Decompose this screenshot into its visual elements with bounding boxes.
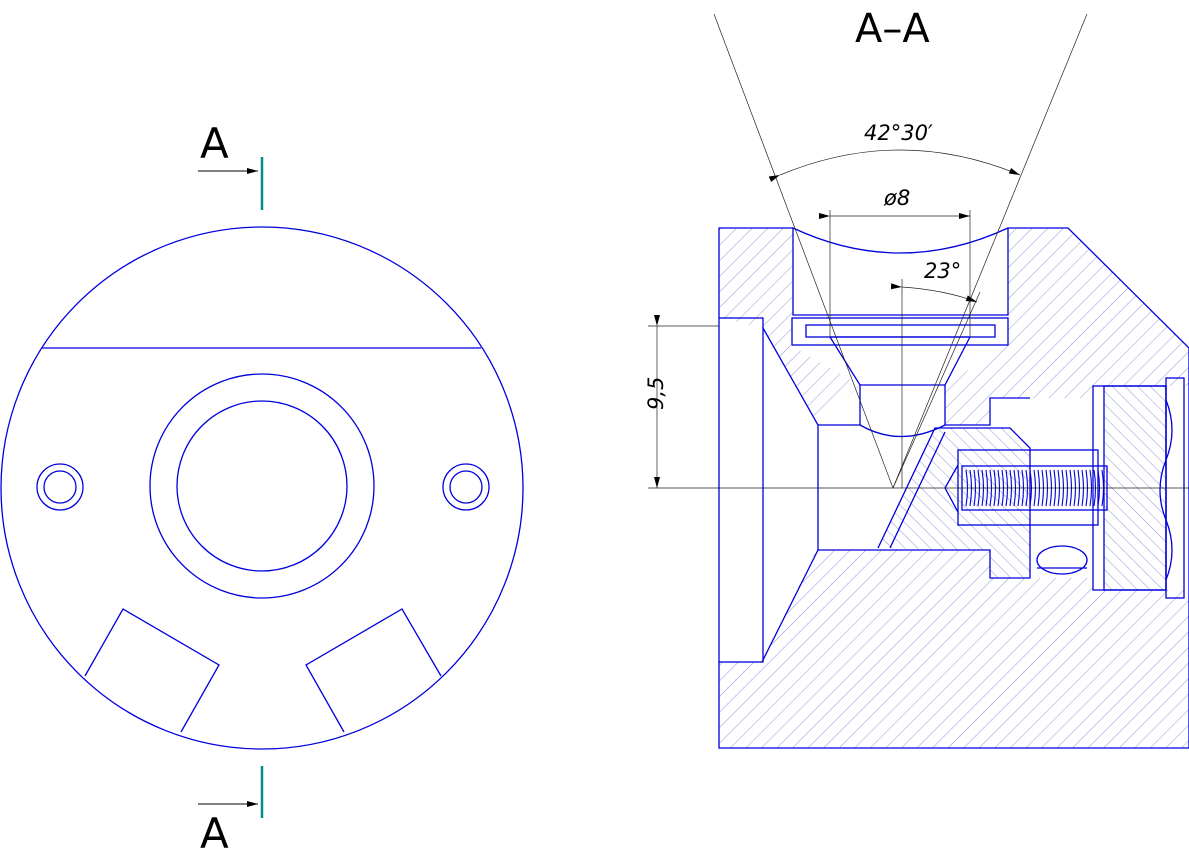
plug-inner-edge <box>889 431 946 549</box>
screw-pocket <box>957 449 1099 526</box>
center-bore-outer <box>149 373 375 599</box>
dim-arc-42 <box>768 149 1021 182</box>
plug-outline <box>877 427 1031 579</box>
left-hole-inner <box>43 470 77 504</box>
drain-oval <box>1036 545 1088 575</box>
outer-disc <box>0 226 524 750</box>
section-title: A–A <box>855 6 930 52</box>
right-hole-inner <box>449 470 483 504</box>
left-cone-upper <box>761 327 819 663</box>
cap-wave <box>1159 399 1173 581</box>
height-label: 9,5 <box>644 377 668 410</box>
body-hatch-top-right <box>945 228 1189 425</box>
plug-step <box>945 397 1030 426</box>
inner-ray <box>892 291 981 489</box>
right-slot <box>305 608 442 733</box>
section-view: A–A 42°30′ ø8 23° 9,5 <box>644 6 1189 749</box>
bore-top-arc <box>792 227 1009 254</box>
section-label-bottom: A <box>200 809 229 850</box>
angle-cone-label: 42°30′ <box>864 121 933 145</box>
section-marks: A A <box>198 119 264 850</box>
cone-ray-right <box>892 13 1088 489</box>
seat-insert <box>805 324 996 338</box>
right-hole-outer <box>442 463 490 511</box>
center-bore-inner <box>176 400 348 572</box>
left-slot <box>84 608 220 733</box>
angle-inner-label: 23° <box>924 259 961 283</box>
seat-ring <box>791 317 1009 346</box>
cone-ray-left <box>713 13 894 489</box>
nozzle-bottom-arc <box>859 424 946 438</box>
body-hatch-upper <box>719 228 860 425</box>
left-flange-recess <box>718 317 764 663</box>
body-hatch-lower <box>719 550 1189 748</box>
section-label-top: A <box>200 119 229 168</box>
front-view <box>0 226 524 750</box>
diameter-label: ø8 <box>883 186 910 210</box>
left-hole-outer <box>36 463 84 511</box>
dim-arc-23 <box>890 283 978 303</box>
